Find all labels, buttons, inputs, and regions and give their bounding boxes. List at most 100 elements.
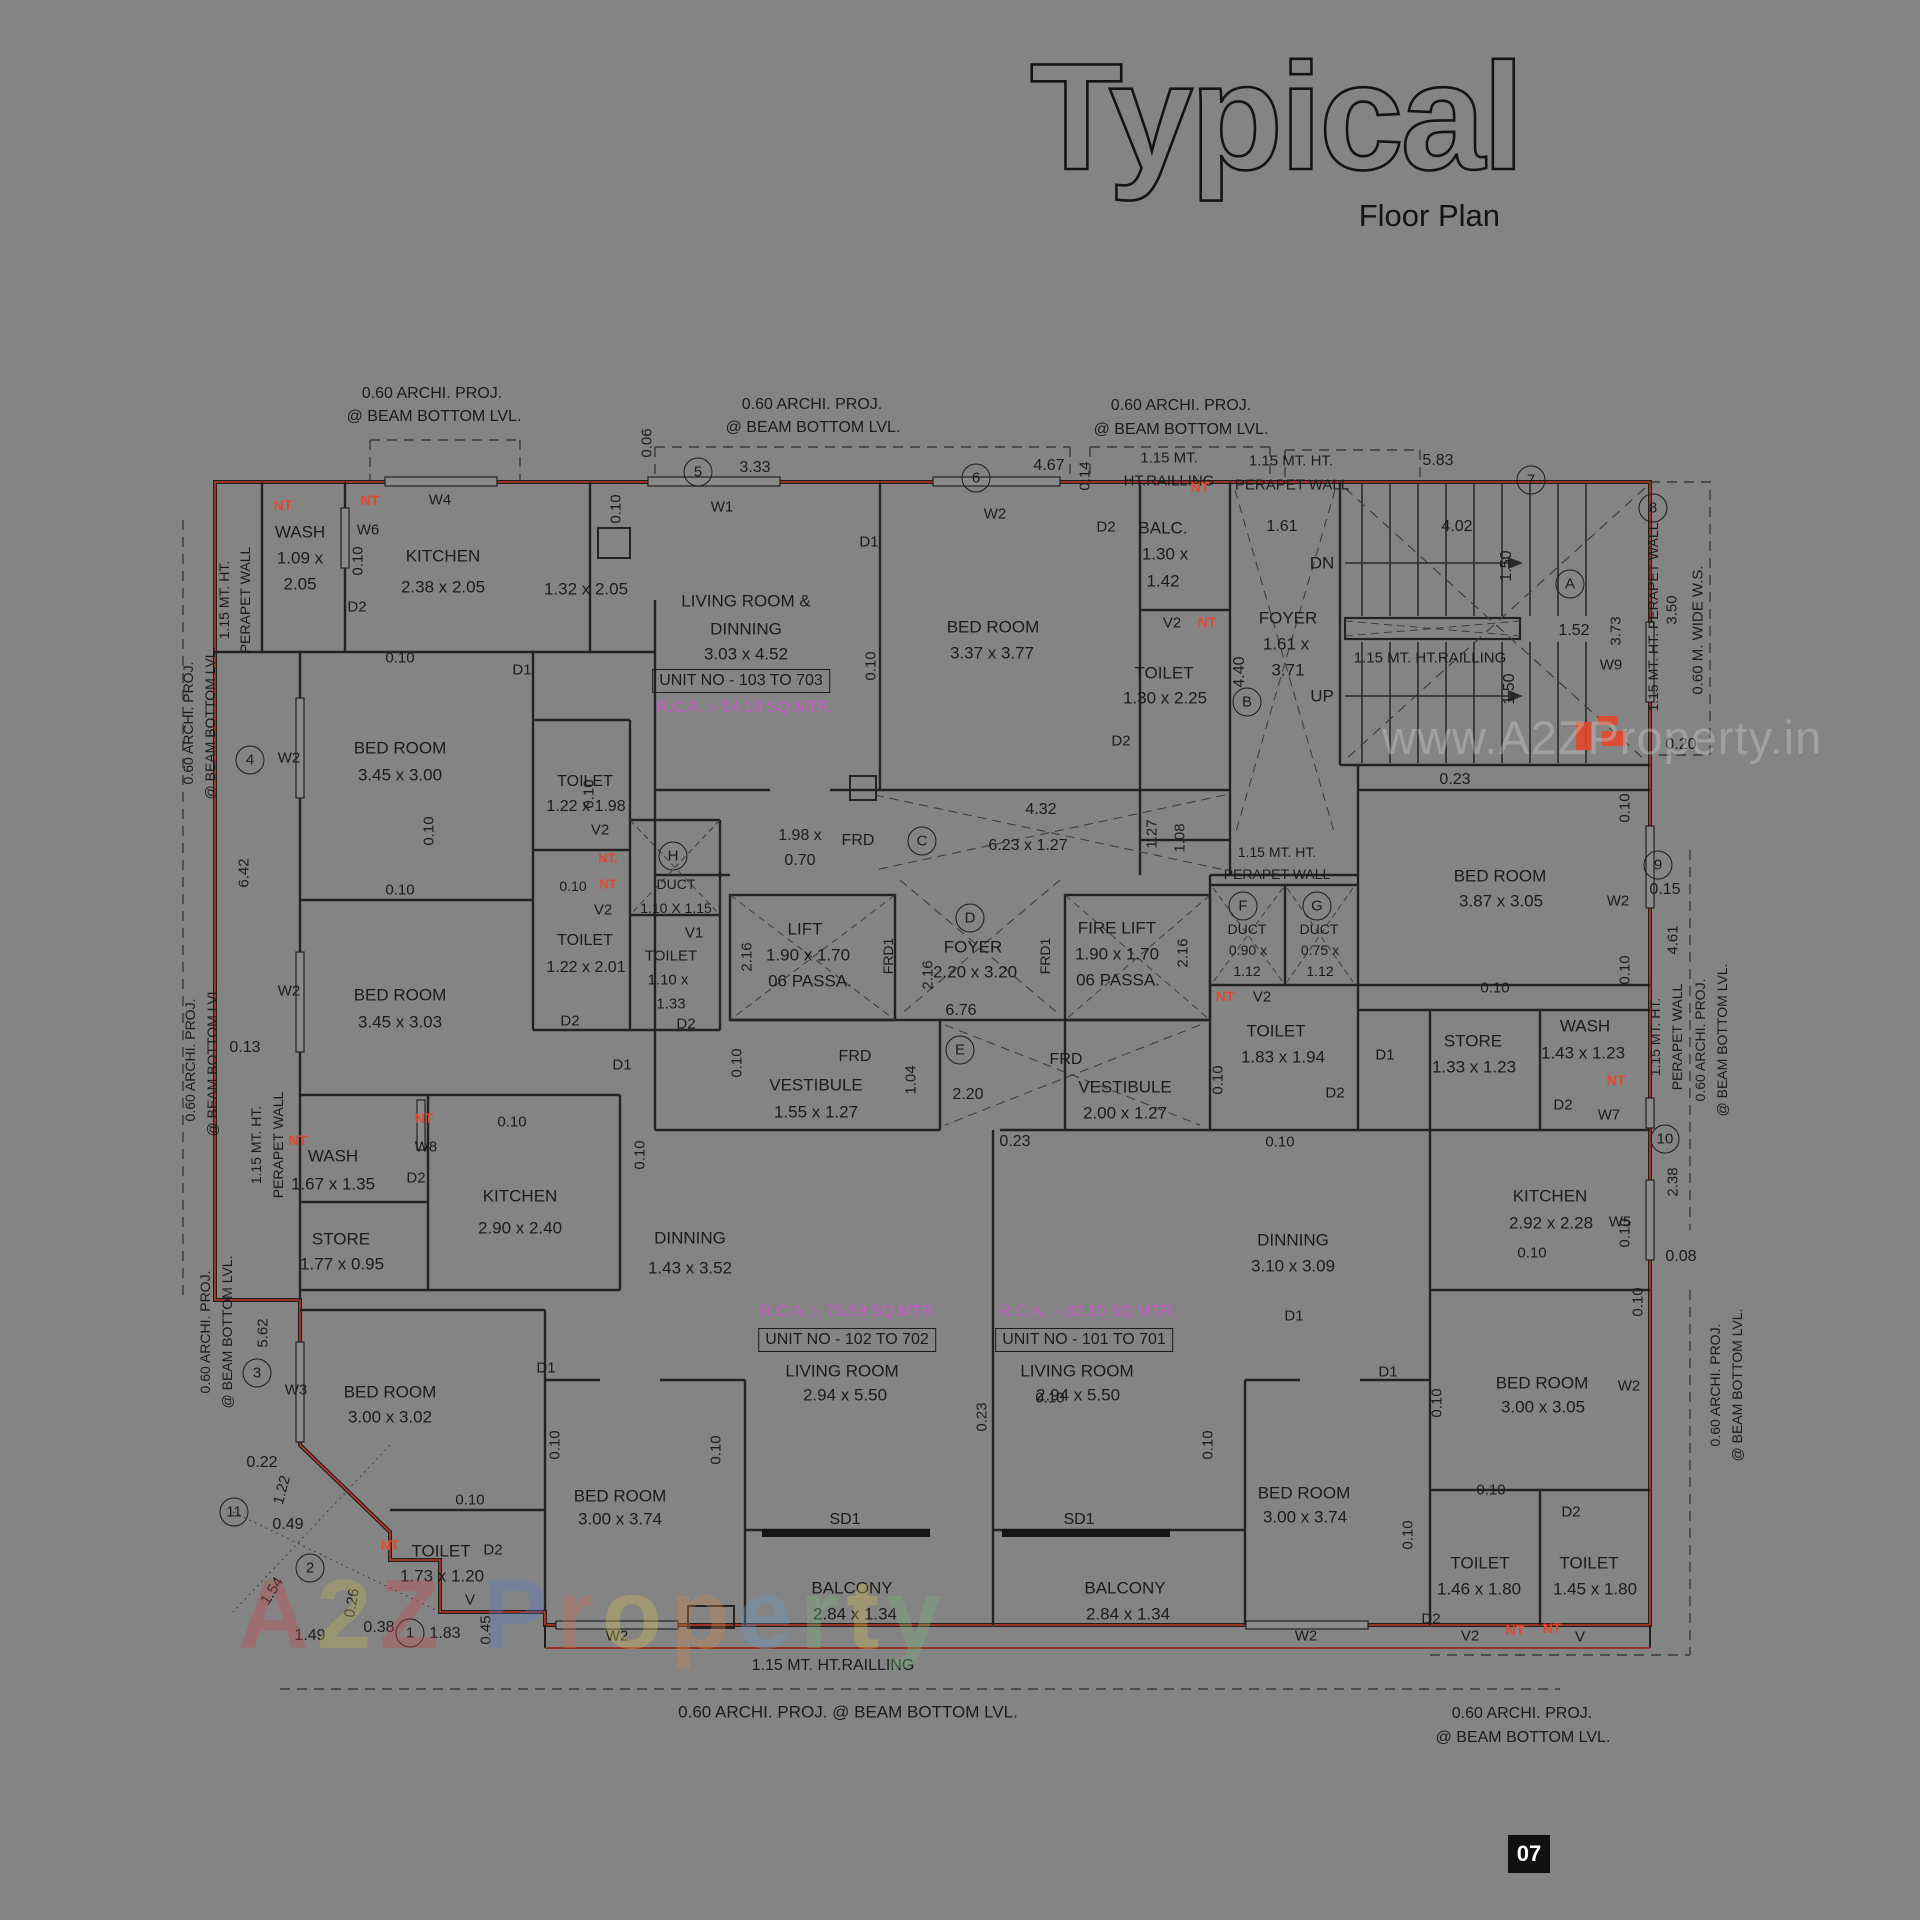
room-living-101-dim: 2.94 x 5.50 [1035,1385,1121,1405]
room-wash-103-dim: 1.09 x [276,548,324,568]
dim: 1.04 [902,1065,920,1095]
room-lift-dim: 06 PASSA. [768,971,852,991]
note-archi-right: @ BEAM BOTTOM LVL. [1714,963,1730,1117]
frd-tag: FRD1 [880,937,896,975]
room-toilet-right: TOILET [1246,1021,1306,1041]
dim: 0.10 [1209,1065,1227,1095]
brand-letter: Z [379,1559,448,1669]
room-bed-mid: BED ROOM [946,617,1040,637]
dim: 4.67 [1033,457,1065,474]
grid-bubble-A: A [1555,569,1585,599]
window-tag: W2 [983,505,1007,523]
dim: 0.23 [999,1133,1031,1150]
note-archi-left3: @ BEAM BOTTOM LVL. [219,1255,235,1409]
room-toilet-a: TOILET [557,773,613,790]
room-bed-102d: BED ROOM [573,1486,667,1506]
note-archi-bottomright: 0.60 ARCHI. PROJ. [1451,1705,1593,1722]
dim: 1.50 [1498,550,1515,582]
brand-letter: A [238,1559,317,1669]
dim: 0.49 [272,1516,304,1533]
grid-bubble-2: 2 [295,1553,325,1583]
room-wash-103-dim: 2.05 [283,574,317,594]
room-store-102-dim: 1.77 x 0.95 [299,1254,385,1274]
room-store-101: STORE [1443,1031,1503,1051]
nt-mark: NT [273,497,293,513]
dim: 1.61 [1266,518,1298,535]
note-archi-left: @ BEAM BOTTOM LVL. [202,646,218,800]
door-tag: D2 [1553,1096,1573,1114]
frd-tag: FRD [841,832,875,849]
grid-bubble-9: 9 [1643,850,1673,880]
dim: 6.76 [945,1002,977,1019]
vent-tag: V2 [590,821,610,839]
room-lift-dim: 1.90 x 1.70 [765,945,851,965]
room-foyer-stair-dim: 3.71 [1271,660,1305,680]
grid-bubble-7: 7 [1516,465,1546,495]
brand-letter: r [800,1559,847,1669]
grid-bubble-E: E [945,1035,975,1065]
room-living-103-dim: 3.03 x 4.52 [703,644,789,664]
unit-label-102: UNIT NO - 102 TO 702 [758,1328,936,1352]
rca-103: R.C.A. :- 54.18 SQ.MTR. [656,699,834,716]
dim: 0.10 [1616,955,1634,985]
vent-tag: V2 [1162,614,1182,632]
nt-mark: NT. [598,850,618,866]
dim: 0.15 [1649,881,1681,898]
window-tag: W3 [284,1381,308,1399]
note-perapet-top: PERAPET WALL [1234,476,1350,494]
brand-letter: 2 [316,1559,380,1669]
grid-bubble-8: 8 [1638,493,1668,523]
note-archi-proj-topright: 0.60 ARCHI. PROJ. [1110,397,1252,414]
grid-bubble-1: 1 [395,1618,425,1648]
dim: 3.73 [1607,616,1625,646]
nt-mark: NT [1197,614,1217,630]
room-wash-101: WASH [1559,1016,1611,1036]
room-kitchen-102-dim: 2.90 x 2.40 [477,1218,563,1238]
brand-watermark: A2Z Property [238,1558,949,1671]
note-perapet-top: 1.15 MT. HT. [1248,452,1334,470]
brand-letter: r [555,1559,602,1669]
dim: 0.10 [385,649,415,667]
door-tag: D1 [1375,1046,1395,1064]
note-perapet-right2: PERAPET WALL [1669,983,1685,1091]
dim: 0.10 [707,1435,725,1465]
room-toilet-101a: TOILET [1450,1553,1510,1573]
dim: 0.10 [497,1113,527,1131]
room-lift: LIFT [787,919,823,939]
nt-mark: NT [1542,1620,1562,1636]
dim: 5.83 [1422,452,1454,469]
room-toilet-101b: TOILET [1559,1553,1619,1573]
note-ht-railing-top: 1.15 MT. [1140,449,1198,467]
dim: 0.38 [363,1619,395,1636]
room-kitchen-103: KITCHEN [405,546,481,566]
door-tag: D2 [483,1541,503,1559]
room-bed-102a-dim: 3.45 x 3.00 [357,765,443,785]
dim: 0.10 [1629,1287,1647,1317]
dim: 0.23 [973,1402,991,1432]
note-archi-proj-topright: @ BEAM BOTTOM LVL. [1093,421,1269,438]
dim: 1.27 [1143,819,1161,849]
window-tag: W2 [1294,1627,1318,1645]
dim: 1.83 [429,1625,461,1642]
grid-bubble-11: 11 [219,1497,249,1527]
room-foyer-d-dim: 2.20 x 3.20 [932,962,1018,982]
brand-letter: t [846,1559,887,1669]
note-archi-bottom: 0.60 ARCHI. PROJ. @ BEAM BOTTOM LVL. [678,1702,1018,1722]
door-tag: D2 [1421,1610,1441,1628]
room-toilet-c-dim: 1.33 [656,995,686,1013]
grid-bubble-H: H [658,841,688,871]
door-tag: D2 [1561,1503,1581,1521]
door-tag: D2 [1325,1084,1345,1102]
room-duct-h-dim: 1.10 X 1.15 [640,900,712,916]
nt-mark: NT [599,876,617,892]
unit-label-103: UNIT NO - 103 TO 703 [652,669,830,693]
room-toilet-a-dim: 1.22 x 1.98 [546,798,626,815]
room-duct-f-dim: 0.90 x [1228,942,1268,958]
room-toilet-102-dim: 1.73 x 1.20 [399,1566,485,1586]
nt-mark: NT [1505,1622,1525,1638]
room-duct-h: DUCT [656,876,696,892]
dim: 0.10 [559,878,587,894]
room-toilet-mid: TOILET [1134,663,1194,683]
